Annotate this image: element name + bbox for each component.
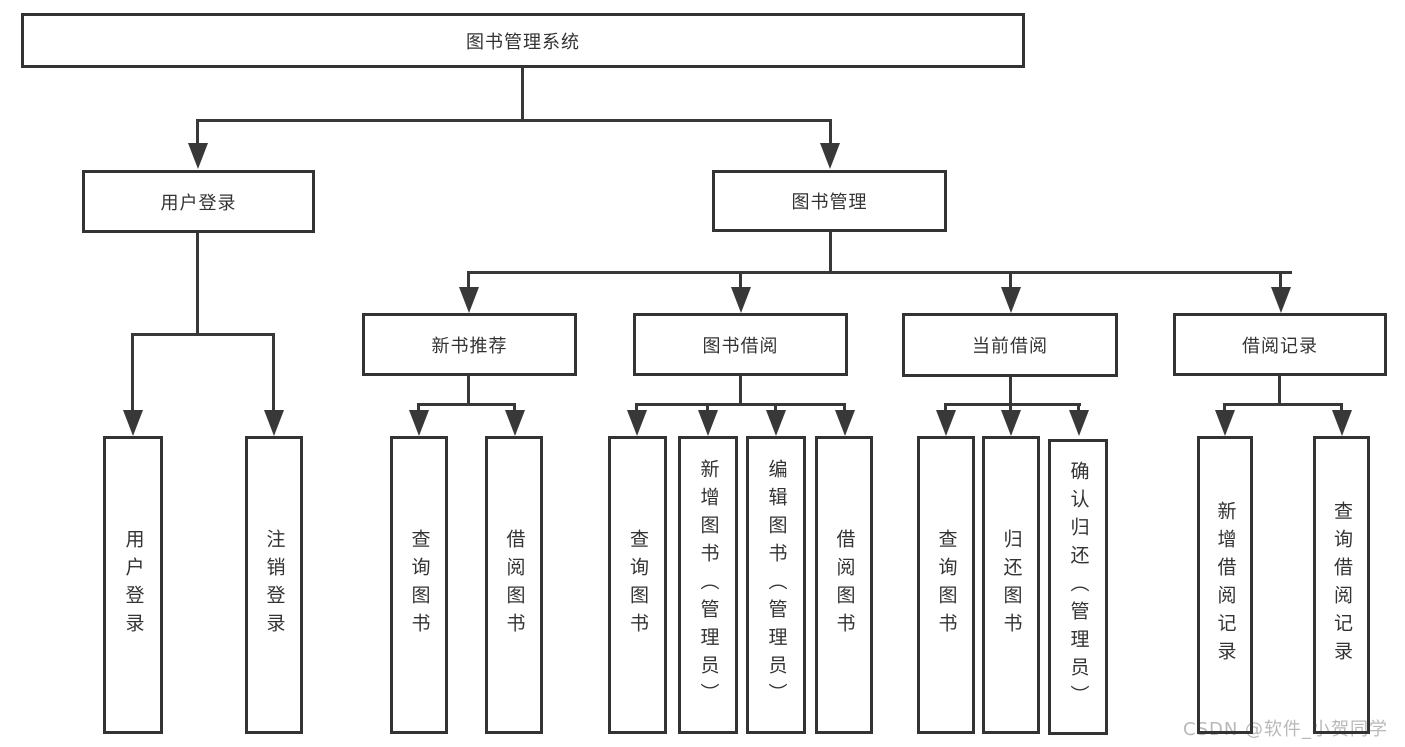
connector-user-login-split <box>131 333 275 336</box>
connector-book-mgmt-split <box>467 271 1292 274</box>
node-borrow-books-borrowing: 借阅图书 <box>815 436 873 734</box>
arrowhead-user-login <box>188 143 208 169</box>
connector-drop-current-borrow <box>1009 271 1012 289</box>
connector-drop-logout <box>272 333 275 412</box>
arrowhead-bb-add <box>698 410 718 436</box>
node-borrowing-records: 借阅记录 <box>1173 313 1387 376</box>
arrowhead-bb-edit <box>766 410 786 436</box>
node-query-books-recommend: 查询图书 <box>390 436 448 734</box>
connector-drop-login <box>131 333 134 412</box>
connector-root-split <box>196 119 832 122</box>
arrowhead-cb-confirm <box>1069 410 1089 436</box>
node-add-borrow-record: 新增借阅记录 <box>1197 436 1253 734</box>
connector-drop-br-query <box>1340 403 1343 413</box>
connector-root-stem <box>521 68 524 121</box>
node-new-book-recommend: 新书推荐 <box>362 313 577 376</box>
connector-drop-br-add <box>1223 403 1226 413</box>
arrowhead-cb-return <box>1001 410 1021 436</box>
connector-drop-book-mgmt <box>829 119 832 147</box>
connector-borrow-records-stem <box>1278 376 1281 406</box>
node-query-books-current: 查询图书 <box>917 436 975 734</box>
connector-drop-cb-query <box>944 403 947 413</box>
node-confirm-return-admin: 确认归还（管理员） <box>1048 439 1108 735</box>
arrowhead-nb-query <box>409 410 429 436</box>
arrowhead-br-query <box>1332 410 1352 436</box>
node-user-login: 用户登录 <box>82 170 315 233</box>
connector-new-book-rec-stem <box>467 376 470 406</box>
node-book-management: 图书管理 <box>712 170 947 232</box>
connector-current-borrow-stem <box>1009 377 1012 406</box>
connector-drop-bb-query <box>635 403 638 413</box>
connector-drop-nb-query <box>417 403 420 413</box>
connector-user-login-stem <box>196 233 199 336</box>
connector-current-borrow-split <box>944 403 1081 406</box>
node-edit-books-admin: 编辑图书（管理员） <box>746 436 806 734</box>
arrowhead-bb-borrow <box>835 410 855 436</box>
arrowhead-login <box>123 410 143 436</box>
node-add-books-admin: 新增图书（管理员） <box>678 436 738 734</box>
arrowhead-book-mgmt <box>820 143 840 169</box>
arrowhead-new-book-rec <box>459 287 479 313</box>
connector-drop-book-borrow <box>739 271 742 289</box>
connector-drop-new-book-rec <box>467 271 470 289</box>
connector-new-book-rec-split <box>417 403 516 406</box>
node-logout: 注销登录 <box>245 436 303 734</box>
connector-drop-cb-confirm <box>1077 403 1080 413</box>
arrowhead-borrow-records <box>1271 287 1291 313</box>
arrowhead-nb-borrow <box>505 410 525 436</box>
connector-book-borrow-stem <box>739 376 742 406</box>
connector-drop-bb-edit <box>774 403 777 413</box>
node-return-books: 归还图书 <box>982 436 1040 734</box>
connector-drop-bb-borrow <box>843 403 846 413</box>
node-current-borrowing: 当前借阅 <box>902 313 1118 377</box>
connector-drop-borrow-records <box>1279 271 1282 289</box>
arrowhead-cb-query <box>936 410 956 436</box>
connector-drop-nb-borrow <box>513 403 516 413</box>
connector-book-borrow-split <box>635 403 846 406</box>
connector-borrow-records-split <box>1223 403 1343 406</box>
arrowhead-bb-query <box>627 410 647 436</box>
node-book-borrowing: 图书借阅 <box>633 313 848 376</box>
node-borrow-books-recommend: 借阅图书 <box>485 436 543 734</box>
arrowhead-br-add <box>1215 410 1235 436</box>
connector-drop-bb-add <box>706 403 709 413</box>
arrowhead-book-borrow <box>731 287 751 313</box>
csdn-watermark: CSDN @软件_小贺同学 <box>1183 719 1389 740</box>
node-query-books-borrowing: 查询图书 <box>608 436 667 734</box>
arrowhead-current-borrow <box>1001 287 1021 313</box>
connector-drop-cb-return <box>1009 403 1012 413</box>
node-query-borrow-record: 查询借阅记录 <box>1313 436 1370 734</box>
node-login: 用户登录 <box>103 436 163 734</box>
connector-drop-user-login <box>196 119 199 147</box>
connector-book-mgmt-stem <box>829 232 832 274</box>
node-root: 图书管理系统 <box>21 13 1025 68</box>
arrowhead-logout <box>264 410 284 436</box>
